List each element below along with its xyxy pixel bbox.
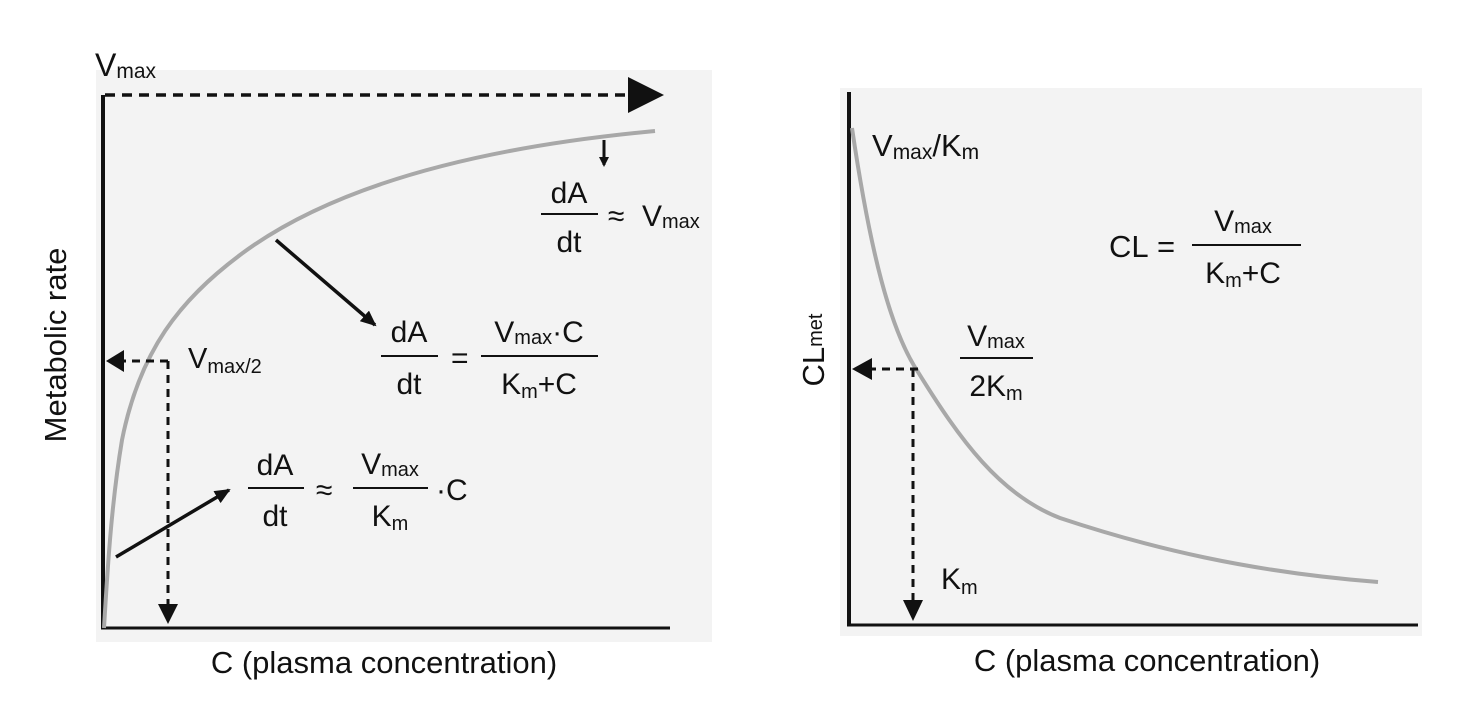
vmax-label: Vmax <box>95 47 157 83</box>
left-x-axis-label: C (plasma concentration) <box>211 645 557 680</box>
right-panel-background <box>840 88 1422 636</box>
linear-eq-rhs-denominator: Km <box>372 500 409 535</box>
mm-eq-denominator: dt <box>396 368 422 401</box>
right-panel: Vmax/Km CL = Vmax Km+C Vmax 2Km Km CLmet… <box>796 88 1422 678</box>
vmax-arrowhead <box>628 77 664 113</box>
saturation-eq-denominator: dt <box>556 226 582 259</box>
linear-eq-rhs-numerator: Vmax <box>361 448 419 481</box>
left-y-axis-label: Metabolic rate <box>38 248 73 443</box>
linear-eq-suffix: ·C <box>436 474 468 507</box>
half-clearance-arrowhead <box>852 358 872 380</box>
right-y-axis-label: CLmet <box>796 313 831 386</box>
linear-equation: dA dt ≈ Vmax Km ·C <box>248 448 468 535</box>
clearance-eq-numerator: Vmax <box>1214 205 1272 238</box>
clearance-equation: CL = Vmax Km+C <box>1109 205 1301 292</box>
clearance-curve <box>850 127 1379 584</box>
clearance-eq-denominator: Km+C <box>1205 257 1281 292</box>
saturation-eq-rhs: Vmax <box>642 200 700 233</box>
half-clearance-numerator: Vmax <box>967 320 1025 353</box>
mm-eq-rhs-denominator: Km+C <box>501 368 577 403</box>
clearance-eq-operator: = <box>1157 229 1175 264</box>
vmax-over-km-label: Vmax/Km <box>872 128 979 164</box>
km-arrowhead <box>158 604 178 624</box>
saturation-eq-numerator: dA <box>551 177 588 210</box>
mm-eq-numerator: dA <box>391 316 428 349</box>
half-clearance-label: Vmax 2Km <box>960 320 1033 405</box>
michaelis-pointer-arrow <box>274 238 377 327</box>
clearance-eq-lhs: CL <box>1109 229 1149 264</box>
right-km-arrowhead <box>903 600 923 621</box>
km-label: Km <box>941 563 978 599</box>
half-vmax-arrowhead <box>106 350 124 372</box>
michaelis-menten-equation: dA dt = Vmax·C Km+C <box>381 316 598 403</box>
saturation-eq-operator: ≈ <box>608 200 624 233</box>
mm-eq-rhs-numerator: Vmax·C <box>494 316 583 349</box>
right-x-axis-label: C (plasma concentration) <box>974 643 1320 678</box>
mm-eq-operator: = <box>451 342 469 375</box>
left-panel: Vmax Vmax/2 Metabolic rate C (plasma con… <box>38 47 712 680</box>
saturation-curve <box>102 129 656 629</box>
linear-eq-denominator: dt <box>262 500 288 533</box>
saturation-equation: dA dt ≈ Vmax <box>541 177 700 259</box>
linear-eq-numerator: dA <box>257 449 294 482</box>
linear-pointer-arrow <box>115 488 231 559</box>
half-vmax-label: Vmax/2 <box>188 343 262 378</box>
half-clearance-denominator: 2Km <box>969 370 1022 405</box>
linear-eq-operator: ≈ <box>316 474 332 507</box>
